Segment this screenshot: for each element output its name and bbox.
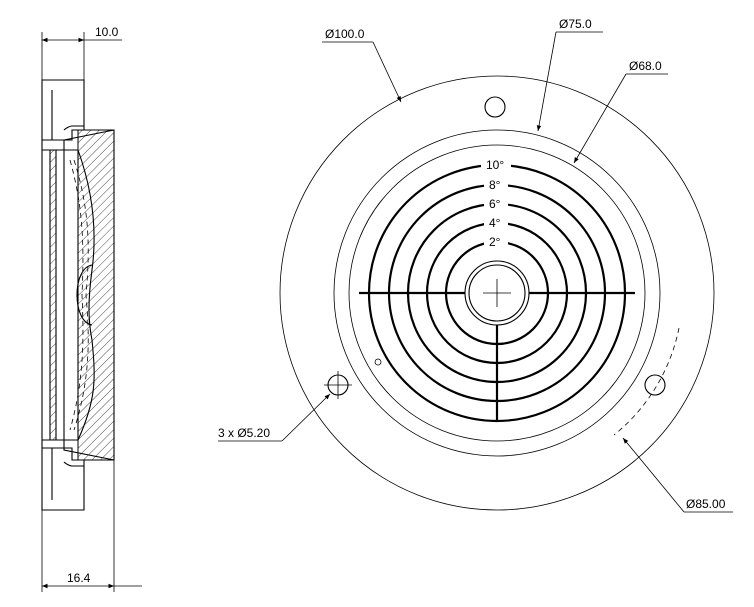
dim-outer-diameter: Ø100.0 [325, 27, 365, 41]
dim-bolt-circle: Ø85.00 [686, 497, 726, 511]
inner-circle [348, 144, 646, 442]
front-view: 10° 8° 6° 4° 2° [279, 75, 715, 511]
dim-thickness-bottom: 16.4 [67, 571, 91, 585]
ring-label-8: 8° [489, 178, 501, 192]
dim-thickness-top: 10.0 [95, 25, 119, 39]
ring-label-4: 4° [489, 216, 501, 230]
mid-circle [333, 129, 661, 457]
mounting-hole-right [644, 374, 666, 396]
dimension-leaders: Ø100.0 Ø75.0 Ø68.0 3 x Ø5.20 Ø85.00 [218, 17, 733, 513]
outer-circle [279, 75, 715, 511]
ring-label-6: 6° [489, 197, 501, 211]
dim-mounting-holes: 3 x Ø5.20 [218, 426, 270, 440]
ring-label-2: 2° [489, 235, 501, 249]
dim-inner-diameter: Ø68.0 [629, 59, 662, 73]
dim-mid-diameter: Ø75.0 [559, 17, 592, 31]
mounting-hole-top [484, 96, 506, 118]
ring-label-10: 10° [486, 158, 504, 172]
side-section-view: 10.0 16.4 [41, 25, 142, 592]
